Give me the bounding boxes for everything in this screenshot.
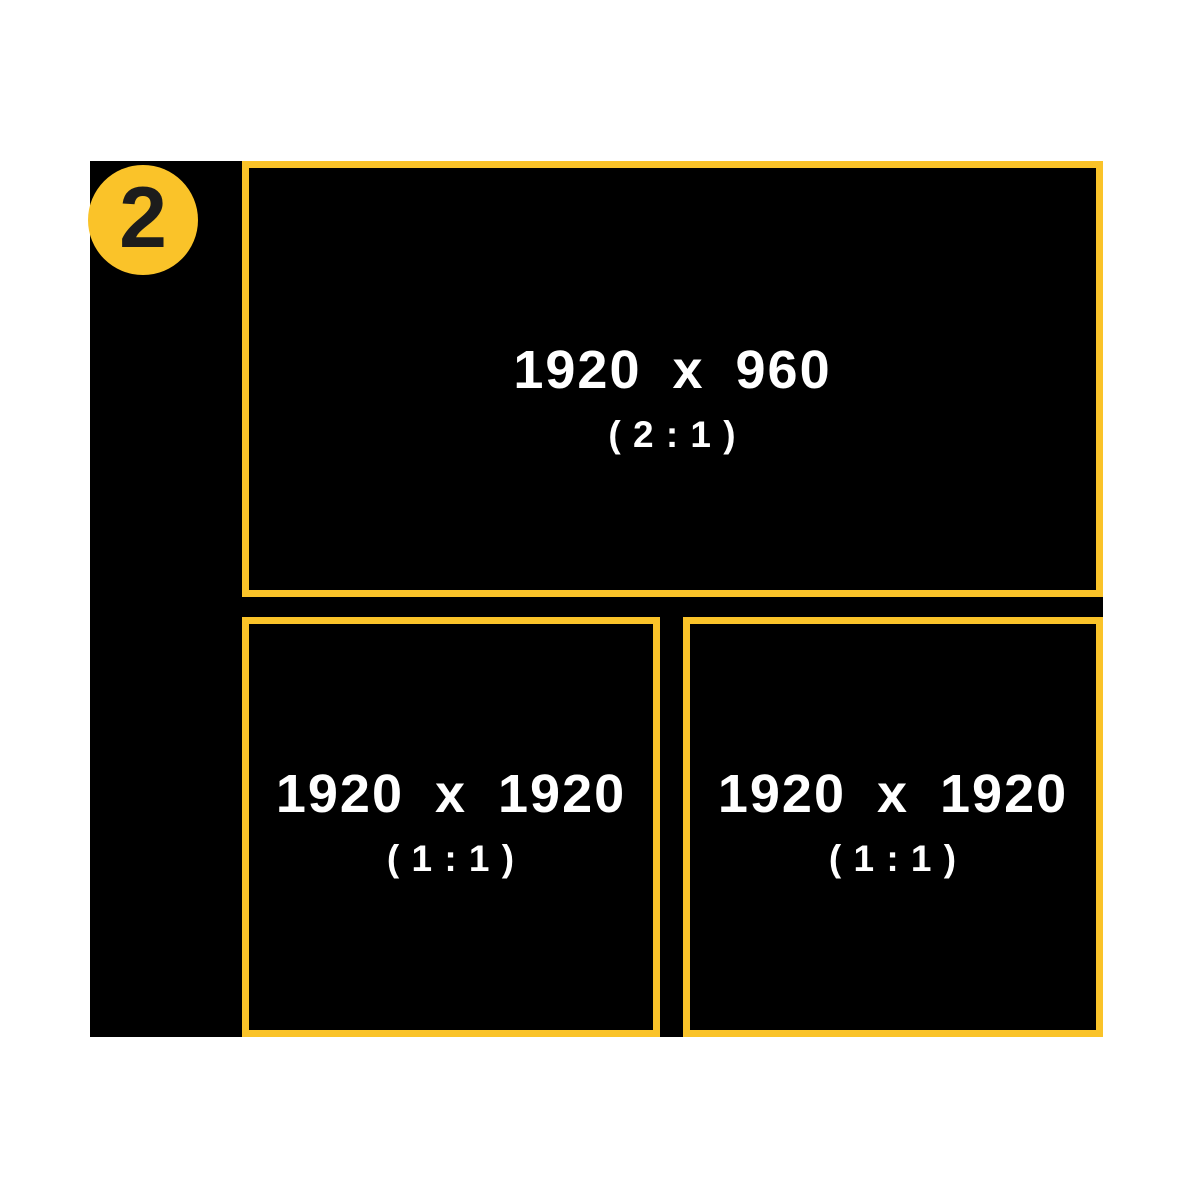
dimensions-label: 1920 x 1920 bbox=[717, 764, 1069, 825]
step-badge-number: 2 bbox=[119, 170, 167, 266]
spec-box-square-right-content: 1920 x 1920 ( 1 : 1 ) bbox=[717, 764, 1069, 881]
spec-box-landscape-content: 1920 x 960 ( 2 : 1 ) bbox=[513, 340, 832, 457]
dimensions-label: 1920 x 1920 bbox=[275, 764, 627, 825]
dimensions-label: 1920 x 960 bbox=[513, 340, 832, 401]
spec-box-square-right: 1920 x 1920 ( 1 : 1 ) bbox=[683, 617, 1103, 1037]
spec-box-landscape: 1920 x 960 ( 2 : 1 ) bbox=[242, 161, 1103, 597]
ratio-label: ( 1 : 1 ) bbox=[828, 837, 958, 879]
spec-box-square-left: 1920 x 1920 ( 1 : 1 ) bbox=[242, 617, 660, 1037]
step-badge: 2 bbox=[88, 165, 198, 275]
spec-box-square-left-content: 1920 x 1920 ( 1 : 1 ) bbox=[275, 764, 627, 881]
ratio-label: ( 2 : 1 ) bbox=[608, 413, 737, 455]
ratio-label: ( 1 : 1 ) bbox=[386, 837, 516, 879]
